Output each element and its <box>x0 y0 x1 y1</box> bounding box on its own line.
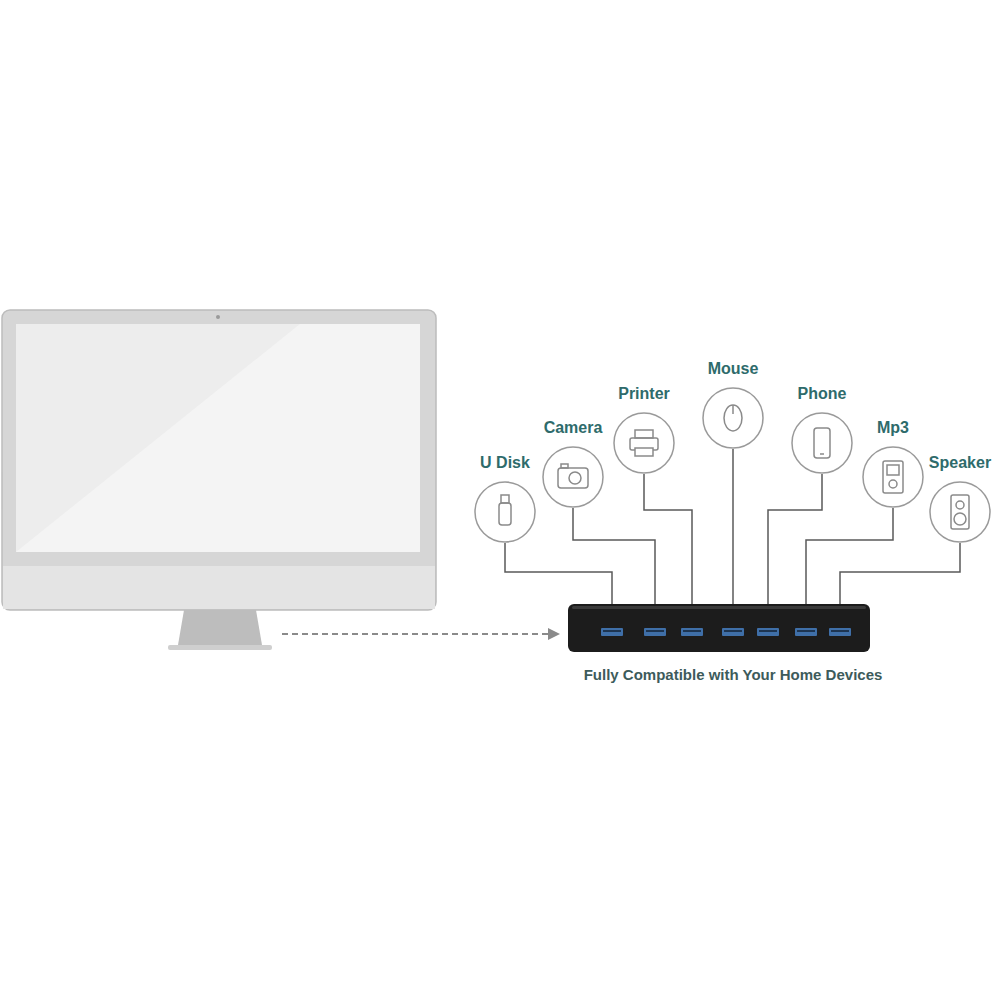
caption: Fully Compatible with Your Home Devices <box>584 666 883 684</box>
leader-line <box>768 474 822 604</box>
leader-line <box>732 449 734 604</box>
device-icon <box>790 412 854 474</box>
hub-body <box>568 604 870 652</box>
device-icon <box>701 387 765 449</box>
leader-line <box>806 508 893 604</box>
device-circle: Mouse <box>699 359 767 449</box>
device-icon <box>612 412 676 474</box>
device-icon <box>473 481 537 543</box>
device-label: Speaker <box>926 453 994 473</box>
device-icon <box>541 446 605 508</box>
device-circle: Phone <box>788 384 856 474</box>
leader-line <box>840 543 960 604</box>
dashed-arrow <box>282 628 560 640</box>
device-circle: Printer <box>610 384 678 474</box>
device-label: Camera <box>539 418 607 438</box>
device-circle: Speaker <box>926 453 994 543</box>
leader-line <box>644 474 692 604</box>
device-circle: Camera <box>539 418 607 508</box>
device-icon <box>861 446 925 508</box>
device-icon <box>928 481 992 543</box>
usb-hub: Fully Compatible with Your Home Devices <box>568 604 870 652</box>
device-label: Mp3 <box>859 418 927 438</box>
device-circle: U Disk <box>471 453 539 543</box>
device-label: Phone <box>788 384 856 404</box>
device-label: Mouse <box>699 359 767 379</box>
leader-line <box>573 508 655 604</box>
device-label: Printer <box>610 384 678 404</box>
device-circle: Mp3 <box>859 418 927 508</box>
device-label: U Disk <box>471 453 539 473</box>
monitor <box>2 310 436 650</box>
leader-line <box>505 543 612 604</box>
